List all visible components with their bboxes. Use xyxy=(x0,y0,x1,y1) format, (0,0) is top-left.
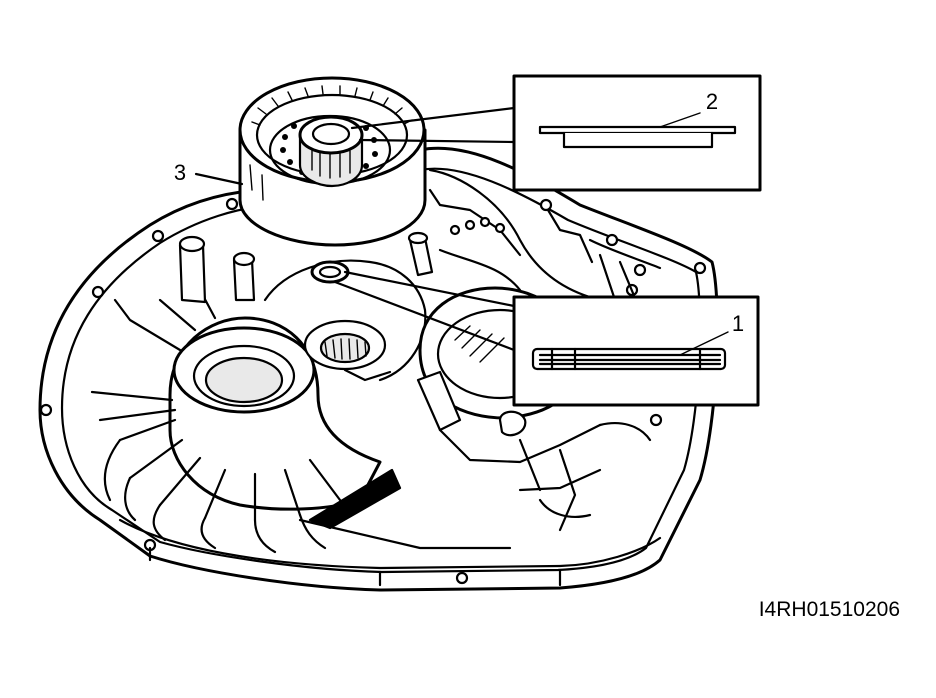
figure-code: I4RH01510206 xyxy=(759,598,900,621)
callout-label-1: 1 xyxy=(732,311,744,336)
detail-box-2 xyxy=(512,74,762,192)
center-gear xyxy=(303,319,387,371)
callout-label-3: 3 xyxy=(174,160,186,185)
transaxle-case xyxy=(38,146,719,592)
callout-label-2: 2 xyxy=(706,89,718,114)
differential-housing xyxy=(90,288,382,554)
flange-bolt-holes xyxy=(39,197,707,585)
leader-lines xyxy=(194,106,516,352)
detail-box-1 xyxy=(512,295,760,407)
clutch-drum xyxy=(238,76,427,247)
